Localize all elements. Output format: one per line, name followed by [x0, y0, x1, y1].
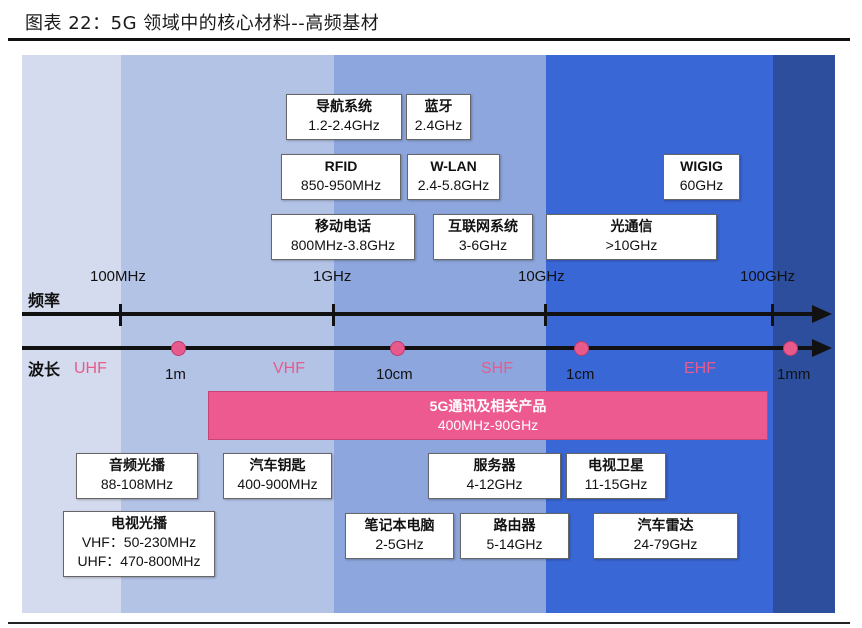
server-box: 服务器 4-12GHz: [428, 453, 561, 499]
wigig-title: WIGIG: [680, 158, 723, 174]
5g-products-range: 400MHz-90GHz: [437, 417, 539, 433]
bottom-rule: [8, 622, 850, 624]
wigig-box: WIGIG 60GHz: [663, 154, 740, 200]
freq-label-1ghz: 1GHz: [313, 268, 352, 285]
tv-broadcast-uhf: UHF：470-800MHz: [77, 553, 201, 569]
tv-broadcast-box: 电视光播 VHF：50-230MHz UHF：470-800MHz: [63, 511, 215, 577]
wavelength-label-10cm: 10cm: [376, 366, 413, 383]
car-key-box: 汽车钥匙 400-900MHz: [223, 453, 332, 499]
server-title: 服务器: [473, 457, 516, 473]
iot-box: 互联网系统 3-6GHz: [433, 214, 533, 260]
band-label-uhf: UHF: [74, 360, 107, 377]
tick-10ghz: [544, 304, 547, 326]
wlan-title: W-LAN: [430, 158, 477, 174]
wavelength-marker-1mm: [783, 341, 798, 356]
5g-products-bar: 5G通讯及相关产品 400MHz-90GHz: [208, 391, 768, 440]
wlan-box: W-LAN 2.4-5.8GHz: [407, 154, 500, 200]
server-range: 4-12GHz: [466, 476, 523, 492]
laptop-range: 2-5GHz: [375, 536, 424, 552]
band-submm-bg: [773, 55, 835, 613]
router-box: 路由器 5-14GHz: [460, 513, 569, 559]
tv-broadcast-title: 电视光播: [111, 515, 167, 531]
mobile-phone-title: 移动电话: [315, 218, 371, 234]
car-key-range: 400-900MHz: [237, 476, 318, 492]
optical-comm-range: >10GHz: [605, 237, 658, 253]
broadcast-title: 音频光播: [109, 457, 165, 473]
rfid-title: RFID: [324, 158, 358, 174]
bluetooth-title: 蓝牙: [424, 98, 453, 114]
tick-100mhz: [119, 304, 122, 326]
bluetooth-range: 2.4GHz: [414, 117, 463, 133]
band-label-shf: SHF: [481, 360, 513, 377]
wavelength-label-1mm: 1mm: [777, 366, 811, 383]
freq-label-100mhz: 100MHz: [90, 268, 146, 285]
wavelength-label-1cm: 1cm: [566, 366, 595, 383]
car-key-title: 汽车钥匙: [249, 457, 306, 473]
wavelength-marker-1cm: [574, 341, 589, 356]
laptop-title: 笔记本电脑: [364, 517, 435, 533]
laptop-box: 笔记本电脑 2-5GHz: [345, 513, 454, 559]
freq-label-100ghz: 100GHz: [740, 268, 796, 285]
tv-satellite-box: 电视卫星 11-15GHz: [566, 453, 666, 499]
broadcast-range: 88-108MHz: [100, 476, 174, 492]
rfid-range: 850-950MHz: [300, 177, 382, 193]
optical-comm-box: 光通信 >10GHz: [546, 214, 717, 260]
frequency-axis-name: 频率: [28, 291, 61, 310]
band-label-ehf: EHF: [684, 360, 716, 377]
router-range: 5-14GHz: [486, 536, 543, 552]
iot-title: 互联网系统: [448, 218, 518, 234]
navigation-title: 导航系统: [316, 98, 372, 114]
mobile-phone-box: 移动电话 800MHz-3.8GHz: [271, 214, 415, 260]
router-title: 路由器: [493, 517, 536, 533]
wavelength-marker-10cm: [390, 341, 405, 356]
top-rule: [8, 38, 850, 41]
car-radar-box: 汽车雷达 24-79GHz: [593, 513, 738, 559]
wlan-range: 2.4-5.8GHz: [417, 177, 490, 193]
tv-satellite-range: 11-15GHz: [584, 476, 648, 492]
mobile-phone-range: 800MHz-3.8GHz: [290, 237, 396, 253]
wavelength-marker-1m: [171, 341, 186, 356]
bluetooth-box: 蓝牙 2.4GHz: [406, 94, 471, 140]
5g-products-title: 5G通讯及相关产品: [429, 398, 547, 414]
rfid-box: RFID 850-950MHz: [281, 154, 401, 200]
freq-label-10ghz: 10GHz: [518, 268, 565, 285]
tv-broadcast-vhf: VHF：50-230MHz: [81, 534, 197, 550]
wigig-range: 60GHz: [679, 177, 724, 193]
figure-title: 图表 22：5G 领域中的核心材料--高频基材: [25, 13, 380, 34]
car-radar-range: 24-79GHz: [633, 536, 698, 552]
tv-satellite-title: 电视卫星: [588, 457, 644, 473]
iot-range: 3-6GHz: [458, 237, 508, 253]
navigation-box: 导航系统 1.2-2.4GHz: [286, 94, 402, 140]
car-radar-title: 汽车雷达: [637, 517, 694, 533]
tick-1ghz: [332, 304, 335, 326]
broadcast-box: 音频光播 88-108MHz: [76, 453, 198, 499]
band-label-vhf: VHF: [273, 360, 305, 377]
optical-comm-title: 光通信: [610, 218, 653, 234]
wavelength-label-1m: 1m: [165, 366, 186, 383]
wavelength-axis-name: 波长: [28, 360, 61, 379]
tick-100ghz: [771, 304, 774, 326]
navigation-range: 1.2-2.4GHz: [308, 117, 380, 133]
